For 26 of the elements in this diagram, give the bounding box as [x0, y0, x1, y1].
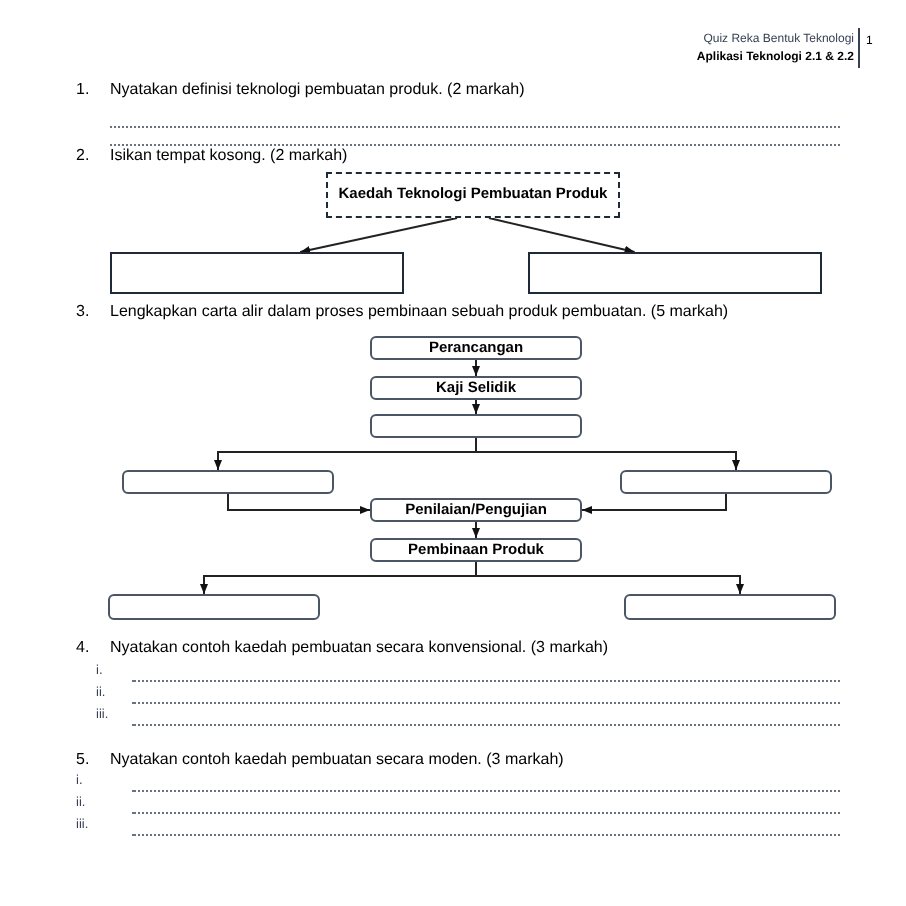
answer-box: [108, 594, 320, 620]
arrow: [472, 359, 480, 377]
question-text: Nyatakan definisi teknologi pembuatan produk. (2 markah): [110, 82, 525, 98]
answer-box: [528, 252, 822, 294]
question-text: Lengkapkan carta alir dalam proses pembinaan sebuah produk pembuatan. (5 markah): [110, 304, 729, 320]
arrow: [475, 561, 744, 595]
answer-box: [110, 252, 404, 294]
arrow: [472, 399, 480, 415]
question-number: 3.: [76, 304, 90, 320]
question-number: 4.: [76, 640, 90, 656]
arrow: [488, 217, 636, 254]
arrow: [227, 493, 371, 514]
question-number: 5.: [76, 752, 90, 768]
answer-box: [620, 470, 832, 494]
arrow: [299, 217, 458, 254]
question-text: Nyatakan contoh kaedah pembuatan secara konvensional. (3 markah): [110, 640, 609, 656]
answer-box: [624, 594, 836, 620]
question-text: Nyatakan contoh kaedah pembuatan secara moden. (3 markah): [110, 752, 564, 768]
question-number: 1.: [76, 82, 90, 98]
arrow: [472, 521, 480, 539]
answer-box: [122, 470, 334, 494]
question-number: 2.: [76, 148, 90, 164]
arrow: [581, 493, 727, 514]
arrow: [475, 437, 740, 471]
question-text: Isikan tempat kosong. (2 markah): [110, 148, 348, 164]
answer-box: [370, 414, 582, 438]
